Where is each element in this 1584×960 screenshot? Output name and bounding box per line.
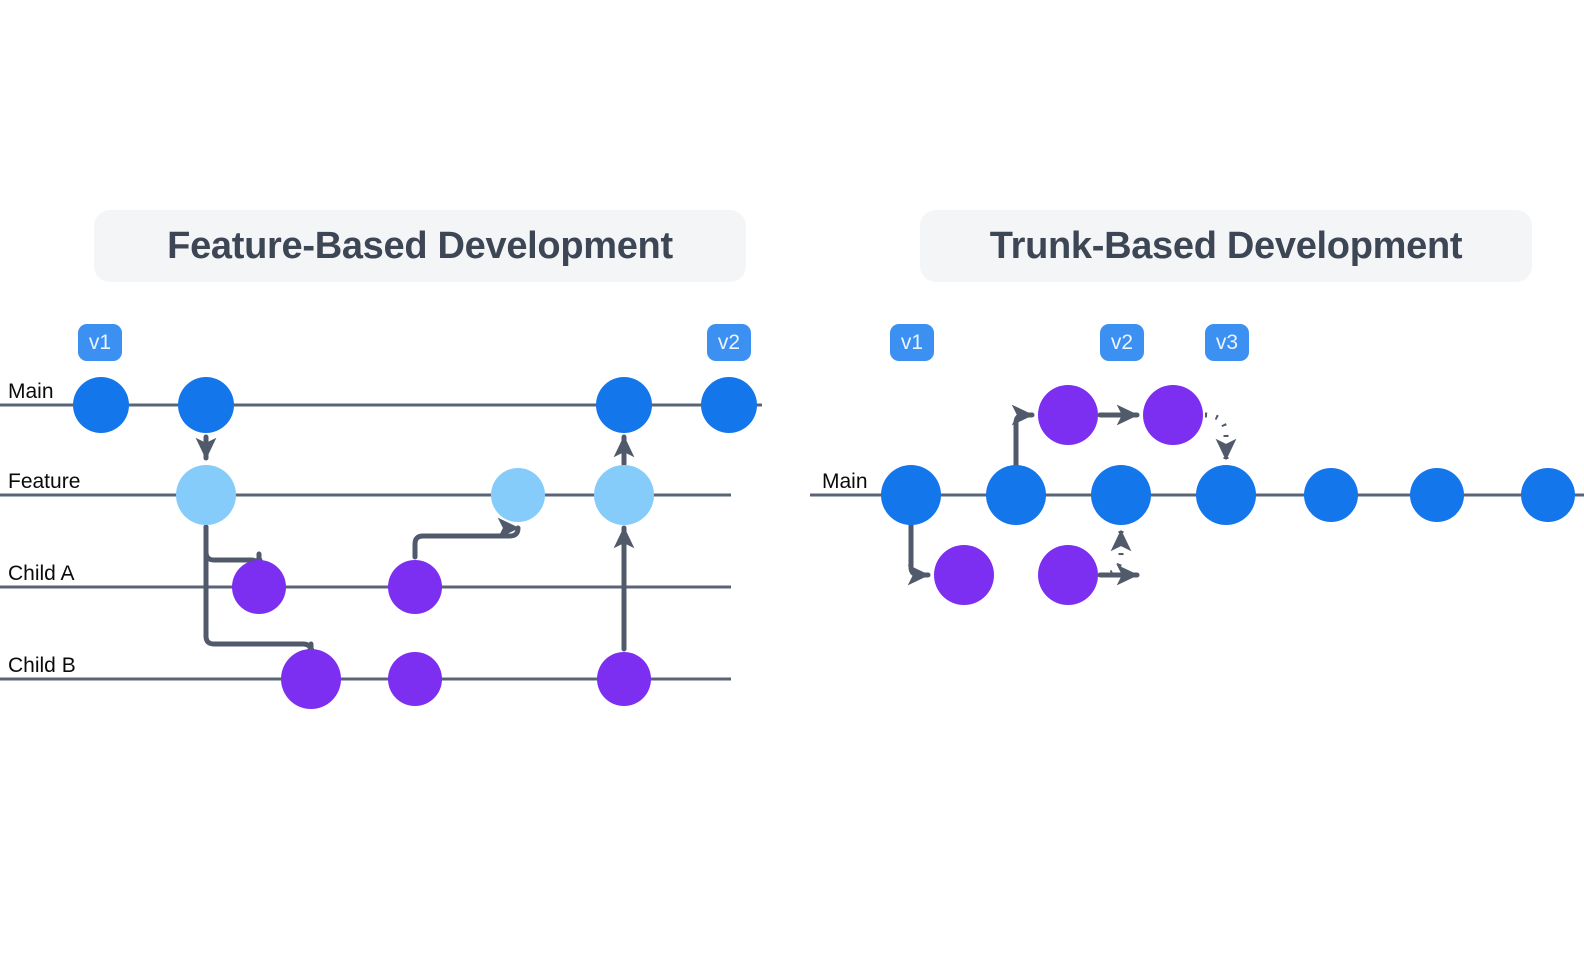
commit-node bbox=[388, 652, 442, 706]
commit-node bbox=[73, 377, 129, 433]
version-tag-trunk-v3: v3 bbox=[1205, 324, 1249, 361]
commit-node bbox=[1038, 385, 1098, 445]
commit-node bbox=[1091, 465, 1151, 525]
commit-node bbox=[281, 649, 341, 709]
commit-node bbox=[1143, 385, 1203, 445]
commit-node bbox=[232, 560, 286, 614]
version-tag-v1: v1 bbox=[78, 324, 122, 361]
commit-nodes-layer bbox=[73, 377, 1575, 709]
edge-lower-branch-to-main bbox=[1099, 529, 1132, 578]
panel-title-feature-based: Feature-Based Development bbox=[94, 210, 746, 282]
edge-upper-branch-to-main bbox=[1204, 412, 1237, 461]
panel-title-trunk-based: Trunk-Based Development bbox=[920, 210, 1532, 282]
lane-label-feature: Feature bbox=[8, 470, 81, 493]
commit-node bbox=[178, 377, 234, 433]
lane-label-trunk-main: Main bbox=[822, 470, 868, 493]
version-tag-trunk-v2: v2 bbox=[1100, 324, 1144, 361]
commit-node bbox=[388, 560, 442, 614]
lane-label-child-b: Child B bbox=[8, 654, 76, 677]
edge-feature-to-childB bbox=[203, 524, 322, 665]
commit-node bbox=[1521, 468, 1575, 522]
commit-node bbox=[934, 545, 994, 605]
edge-main-to-lower-branch bbox=[907, 522, 931, 586]
commit-node bbox=[176, 465, 236, 525]
lane-lines-layer bbox=[0, 403, 1584, 681]
commit-node bbox=[986, 465, 1046, 525]
commit-node bbox=[881, 465, 941, 525]
commit-node bbox=[596, 377, 652, 433]
commit-node bbox=[1196, 465, 1256, 525]
commit-node bbox=[1038, 545, 1098, 605]
commit-node bbox=[1304, 468, 1358, 522]
commit-node bbox=[597, 652, 651, 706]
commit-node bbox=[1410, 468, 1464, 522]
edge-main-to-upper-branch bbox=[1011, 404, 1035, 468]
version-tag-trunk-v1: v1 bbox=[890, 324, 934, 361]
commit-node bbox=[594, 465, 654, 525]
lane-label-child-a: Child A bbox=[8, 562, 75, 585]
edges-layer bbox=[195, 404, 1237, 665]
edge-childA-to-feature bbox=[412, 525, 529, 560]
lane-label-main: Main bbox=[8, 380, 54, 403]
version-tag-v2: v2 bbox=[707, 324, 751, 361]
commit-node bbox=[701, 377, 757, 433]
commit-node bbox=[491, 468, 545, 522]
